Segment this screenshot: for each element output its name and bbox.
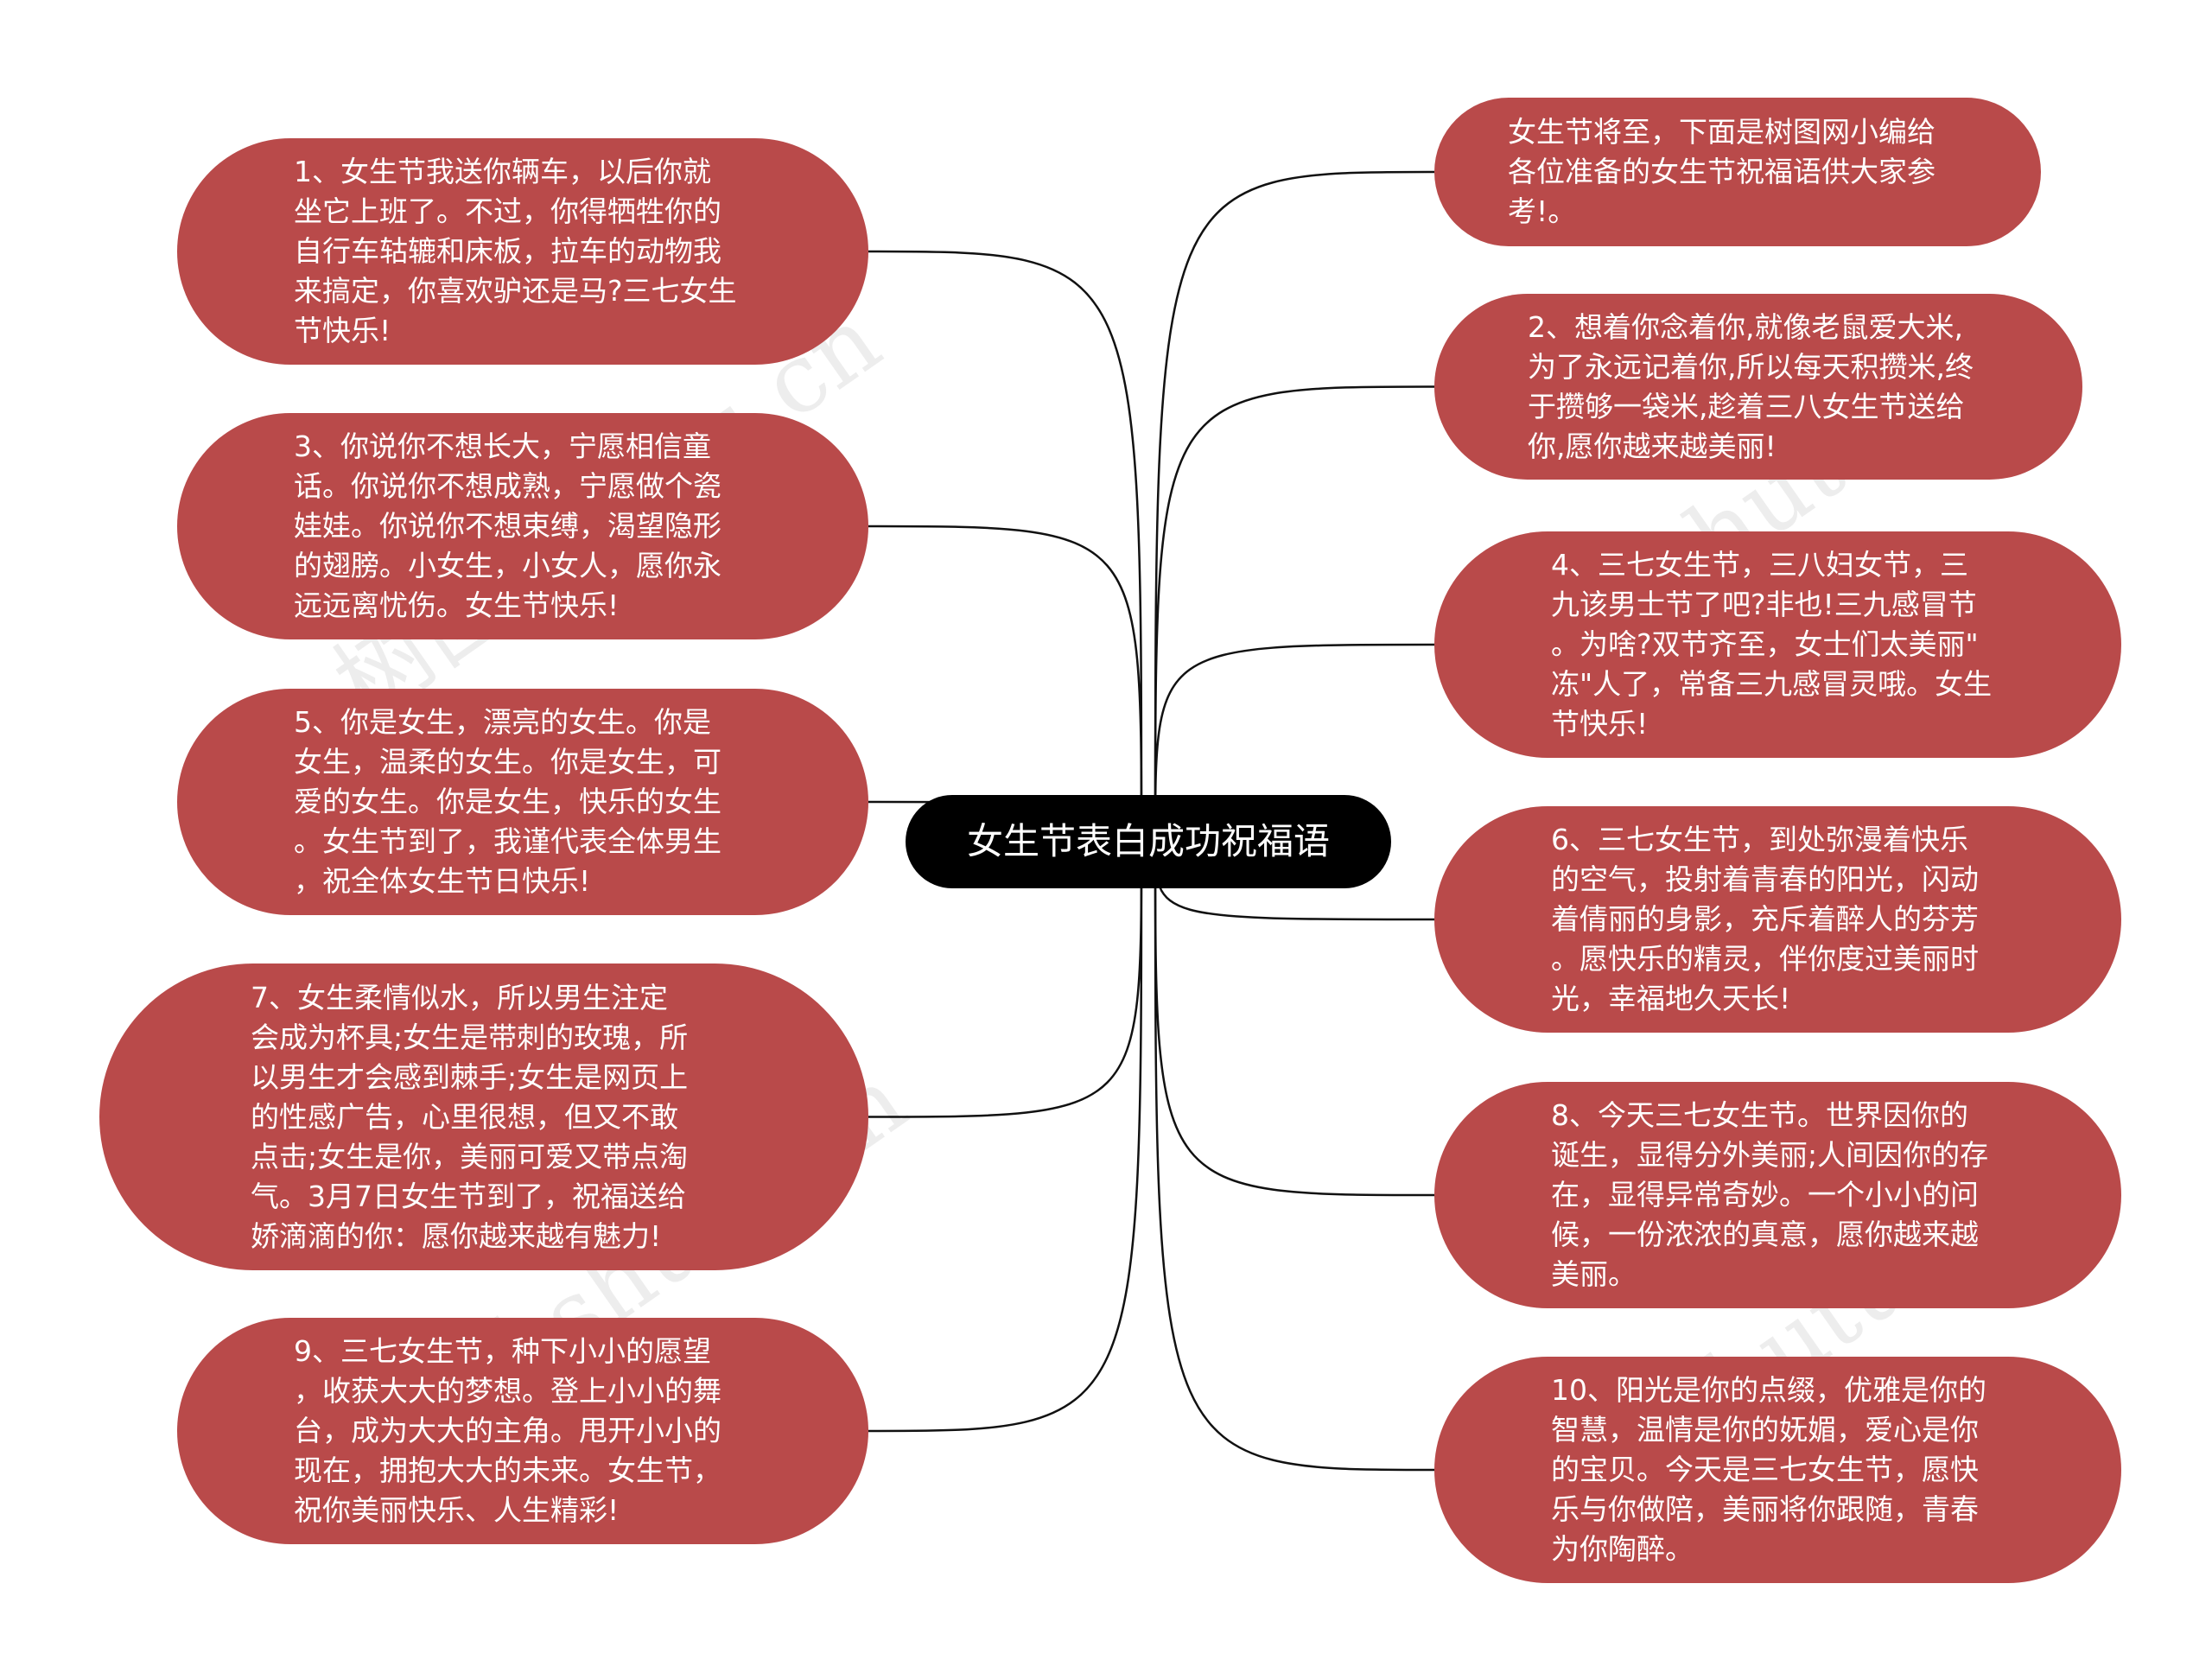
connector-line [1154,841,1435,1197]
topic-node-left[interactable]: 1、女生节我送你辆车，以后你就 坐它上班了。不过，你得牺牲你的 自行车轱辘和床板… [177,138,868,365]
topic-text: 7、女生柔情似水，所以男生注定 会成为杯具;女生是带刺的玫瑰，所 以男生才会感到… [251,980,689,1253]
connector-line [868,250,1143,843]
connector-line [1154,841,1435,1472]
topic-text: 9、三七女生节，种下小小的愿望 ，收获大大的梦想。登上小小的舞 台，成为大大的主… [294,1334,721,1527]
connector-line [868,841,1143,1433]
topic-text: 2、想着你念着你,就像老鼠爱大米, 为了永远记着你,所以每天积攒米,终 于攒够一… [1528,309,1974,463]
topic-node-right[interactable]: 女生节将至，下面是树图网小编给 各位准备的女生节祝福语供大家参 考!。 [1434,98,2041,246]
central-topic[interactable]: 女生节表白成功祝福语 [906,795,1391,888]
topic-text: 8、今天三七女生节。世界因你的 诞生，显得分外美丽;人间因你的存 在，显得异常奇… [1551,1098,1989,1291]
topic-node-right[interactable]: 4、三七女生节，三八妇女节，三 九该男士节了吧?非也!三九感冒节 。为啥?双节齐… [1434,531,2121,758]
connector-line [1154,385,1435,843]
topic-node-left[interactable]: 5、你是女生，漂亮的女生。你是 女生，温柔的女生。你是女生，可 爱的女生。你是女… [177,689,868,915]
topic-node-right[interactable]: 2、想着你念着你,就像老鼠爱大米, 为了永远记着你,所以每天积攒米,终 于攒够一… [1434,294,2082,480]
connector-line [1154,170,1435,843]
topic-text: 女生节将至，下面是树图网小编给 各位准备的女生节祝福语供大家参 考!。 [1508,115,1936,228]
topic-text: 3、你说你不想长大，宁愿相信童 话。你说你不想成熟，宁愿做个瓷 娃娃。你说你不想… [294,429,721,622]
topic-node-left[interactable]: 9、三七女生节，种下小小的愿望 ，收获大大的梦想。登上小小的舞 台，成为大大的主… [177,1318,868,1544]
topic-node-right[interactable]: 10、阳光是你的点缀，优雅是你的 智慧，温情是你的妩媚，爱心是你 的宝贝。今天是… [1434,1357,2121,1583]
topic-text: 1、女生节我送你辆车，以后你就 坐它上班了。不过，你得牺牲你的 自行车轱辘和床板… [294,155,737,347]
connector-line [1154,643,1435,843]
topic-node-right[interactable]: 8、今天三七女生节。世界因你的 诞生，显得分外美丽;人间因你的存 在，显得异常奇… [1434,1082,2121,1308]
topic-text: 6、三七女生节，到处弥漫着快乐 的空气，投射着青春的阳光，闪动 着倩丽的身影，充… [1551,823,1979,1015]
topic-node-left[interactable]: 7、女生柔情似水，所以男生注定 会成为杯具;女生是带刺的玫瑰，所 以男生才会感到… [99,964,868,1270]
topic-node-left[interactable]: 3、你说你不想长大，宁愿相信童 话。你说你不想成熟，宁愿做个瓷 娃娃。你说你不想… [177,413,868,639]
topic-text: 10、阳光是你的点缀，优雅是你的 智慧，温情是你的妩媚，爱心是你 的宝贝。今天是… [1551,1373,1986,1566]
topic-node-right[interactable]: 6、三七女生节，到处弥漫着快乐 的空气，投射着青春的阳光，闪动 着倩丽的身影，充… [1434,806,2121,1033]
connector-line [868,525,1143,843]
topic-text: 5、你是女生，漂亮的女生。你是 女生，温柔的女生。你是女生，可 爱的女生。你是女… [294,705,721,898]
central-topic-label: 女生节表白成功祝福语 [966,820,1330,862]
topic-text: 4、三七女生节，三八妇女节，三 九该男士节了吧?非也!三九感冒节 。为啥?双节齐… [1551,548,1993,741]
